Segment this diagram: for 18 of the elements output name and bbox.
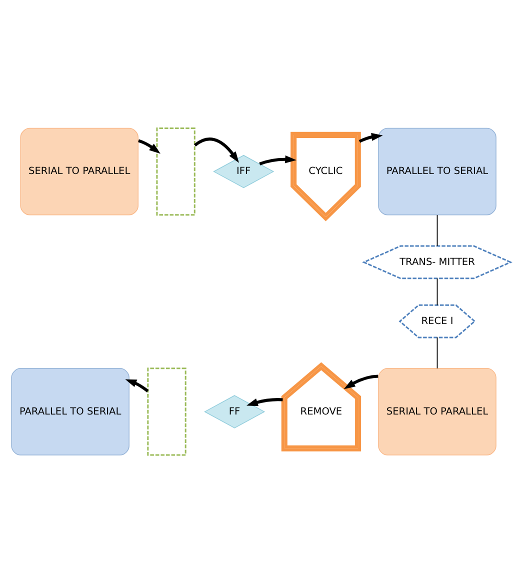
node-diamond: IFF [213, 154, 274, 188]
connector [436, 278, 438, 306]
node-box [147, 368, 186, 456]
arrow [344, 374, 378, 390]
node-box: PARALLEL TO SERIAL [378, 128, 496, 216]
arrow [358, 132, 383, 143]
node-box [156, 127, 196, 216]
connector [436, 214, 438, 246]
node-box: SERIAL TO PARALLEL [20, 128, 138, 216]
connector [436, 336, 438, 369]
arrow [125, 379, 149, 392]
arrow [138, 139, 160, 154]
node-diamond: FF [204, 395, 266, 428]
node-box: PARALLEL TO SERIAL [11, 368, 130, 456]
arrow [194, 138, 240, 163]
arrow [246, 398, 283, 406]
node-box: SERIAL TO PARALLEL [378, 368, 496, 456]
arrow [259, 155, 296, 166]
